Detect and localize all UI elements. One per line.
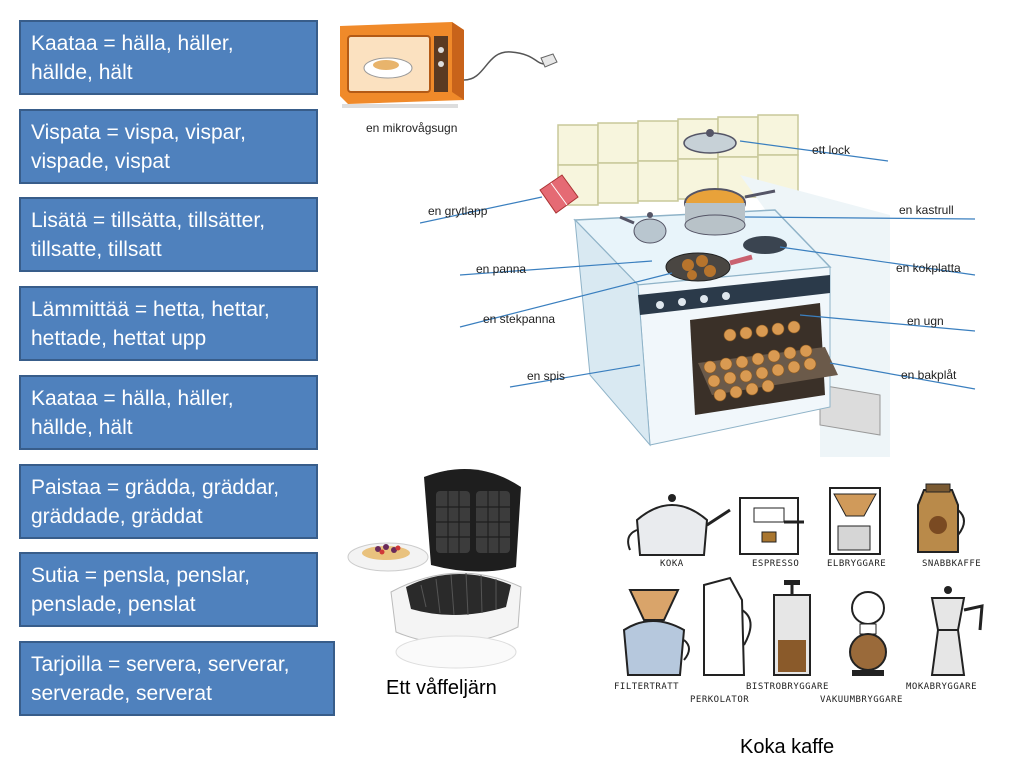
label-panna: en panna [476,262,527,276]
vocab-line: hällde, hält [31,416,133,439]
vocab-card: Lämmittää = hetta, hettar, hettade, hett… [19,286,318,361]
vocab-card: Sutia = pensla, penslar, penslade, pensl… [19,552,318,627]
coffee-label-elbryggare: ELBRYGGARE [827,559,887,569]
vocab-line: Kaataa = hälla, häller, [31,387,234,410]
coffee-label-koka: KOKA [660,559,684,569]
vocab-line: tillsatte, tillsatt [31,238,162,261]
vocab-card: Kaataa = hälla, häller, hällde, hält [19,20,318,95]
label-bakplat: en bakplåt [901,368,957,382]
vocab-card: Kaataa = hälla, häller, hällde, hält [19,375,318,450]
microwave-illustration [340,22,558,108]
label-grytlapp: en grytlapp [428,204,488,218]
coffee-label-perkolator: PERKOLATOR [690,695,750,705]
vocab-line: vispade, vispat [31,150,170,173]
vocab-line: Tarjoilla = servera, serverar, [31,653,290,676]
label-ugn: en ugn [907,314,944,328]
label-kokplatta: en kokplatta [896,261,961,275]
coffee-label-mokabryggare: MOKABRYGGARE [906,682,978,692]
microwave-label: en mikrovågsugn [366,121,458,135]
label-stekpanna: en stekpanna [483,312,556,326]
waffle-iron-illustration [347,469,522,669]
vocab-line: Sutia = pensla, penslar, [31,564,250,587]
vocab-line: gräddade, gräddat [31,505,203,528]
coffee-makers-illustration [622,483,984,676]
label-lock: ett lock [812,143,851,157]
vocab-card: Lisätä = tillsätta, tillsätter, tillsatt… [19,197,318,272]
stove-illustration [420,114,976,457]
vocab-line: serverade, serverat [31,682,212,705]
coffee-label-bistrobryggare: BISTROBRYGGARE [746,682,829,692]
label-spis: en spis [527,369,566,383]
coffee-label-filtertratt: FILTERTRATT [614,682,680,692]
coffee-label-espresso: ESPRESSO [752,559,800,569]
vocab-line: Lisätä = tillsätta, tillsätter, [31,209,266,232]
vocab-line: Lämmittää = hetta, hettar, [31,298,270,321]
vocab-line: hällde, hält [31,61,133,84]
coffee-caption: Koka kaffe [740,736,835,758]
vocab-line: Kaataa = hälla, häller, [31,32,234,55]
vocab-line: Paistaa = grädda, gräddar, [31,476,280,499]
vocab-card: Paistaa = grädda, gräddar, gräddade, grä… [19,464,318,539]
label-kastrull: en kastrull [899,203,954,217]
waffle-iron-caption: Ett våffeljärn [386,677,497,699]
vocab-card: Tarjoilla = servera, serverar, serverade… [19,641,335,716]
vocab-line: hettade, hettat upp [31,327,207,350]
coffee-label-snabbkaffe: SNABBKAFFE [922,559,982,569]
vocab-card: Vispata = vispa, vispar, vispade, vispat [19,109,318,184]
vocab-line: penslade, penslat [31,593,196,616]
vocab-line: Vispata = vispa, vispar, [31,121,246,144]
coffee-label-vakuumbryggare: VAKUUMBRYGGARE [820,695,903,705]
